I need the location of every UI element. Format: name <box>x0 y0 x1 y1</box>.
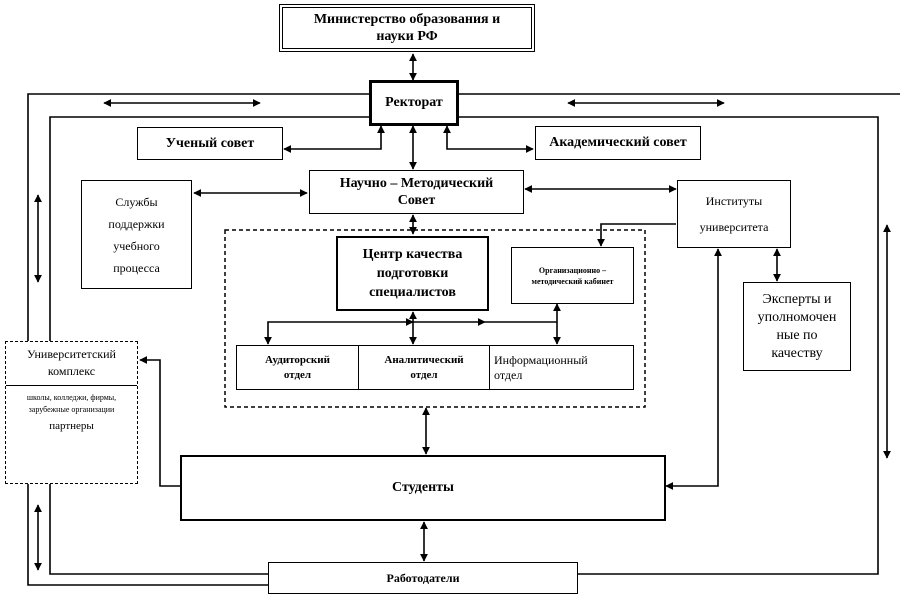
org-method-label-1: Организационно – <box>538 265 607 275</box>
complex-title-2: комплекс <box>47 364 96 378</box>
quality-label-2: подготовки <box>376 266 449 281</box>
employers-label: Работодатели <box>386 570 460 585</box>
experts-label-2: уполномочен <box>757 309 837 325</box>
arrow-institutes-orgmethod <box>597 223 676 247</box>
academic-board-label: Ученый совет <box>165 135 255 151</box>
arrow-students-institutes <box>665 248 722 490</box>
experts-label-1: Эксперты и <box>762 291 832 307</box>
audit-label-1: Аудиторский <box>265 353 330 366</box>
sci-method-label-1: Научно – Методический <box>339 176 494 191</box>
experts-label-3: ные по <box>776 327 818 343</box>
quality-label-3: специалистов <box>369 285 456 300</box>
complex-title-1: Университетский <box>27 347 116 361</box>
info-label-1: Информационный <box>494 352 588 367</box>
academic-council-label: Академический совет <box>549 135 687 150</box>
ministry-box: Министерство образования и науки РФ <box>279 4 535 52</box>
analytic-label-2: отдел <box>410 368 438 381</box>
sci-method-council-box: Научно – Методический Совет <box>309 170 524 214</box>
complex-list-1: школы, колледжи, фирмы, <box>26 393 117 402</box>
students-label: Студенты <box>392 480 454 495</box>
complex-header: Университетский комплекс <box>6 342 137 386</box>
org-method-office-box: Организационно – методический кабинет <box>511 247 634 304</box>
info-department-box: Информационный отдел <box>489 345 634 390</box>
ministry-label-2: науки РФ <box>376 29 438 44</box>
org-method-label-2: методический кабинет <box>531 276 614 286</box>
institutes-label-2: университета <box>699 220 769 234</box>
arrow-rectorate-board <box>283 125 385 153</box>
ministry-label-1: Министерство образования и <box>313 12 501 27</box>
support-label-4: процесса <box>113 260 160 275</box>
arrow-students-complex <box>139 356 180 487</box>
experts-label-4: качеству <box>771 345 823 361</box>
quality-label-1: Центр качества <box>362 247 463 262</box>
university-complex-box: Университетский комплекс школы, колледжи… <box>5 341 138 484</box>
quality-center-box: Центр качества подготовки специалистов <box>336 236 489 311</box>
institutes-box: Институты университета <box>677 180 791 248</box>
arrow-rectorate-council <box>443 125 534 153</box>
complex-partners: партнеры <box>49 420 94 432</box>
experts-box: Эксперты и уполномочен ные по качеству <box>743 282 851 371</box>
analytic-label-1: Аналитический <box>384 353 464 366</box>
employers-box: Работодатели <box>268 562 578 594</box>
rectorate-box: Ректорат <box>369 80 459 126</box>
students-box: Студенты <box>180 455 666 521</box>
sci-method-label-2: Совет <box>397 193 436 208</box>
arrow-to-audit <box>264 318 414 345</box>
audit-department-box: Аудиторский отдел <box>236 345 359 390</box>
academic-council-box: Академический совет <box>535 126 701 160</box>
outer-frame <box>27 93 370 586</box>
rectorate-label: Ректорат <box>385 95 443 110</box>
support-label-2: поддержки <box>108 216 165 231</box>
academic-board-box: Ученый совет <box>137 127 283 160</box>
institutes-label-1: Институты <box>705 194 763 208</box>
quality-system-frame <box>224 229 646 408</box>
support-label-1: Службы <box>115 194 158 209</box>
support-services-box: Службы поддержки учебного процесса <box>81 180 192 289</box>
support-label-3: учебного <box>113 238 160 253</box>
audit-label-2: отдел <box>283 368 312 381</box>
complex-list-2: зарубежные организации <box>28 405 115 414</box>
info-label-2: отдел <box>494 367 523 382</box>
analytic-department-box: Аналитический отдел <box>358 345 490 390</box>
inner-frame-right <box>458 116 879 575</box>
